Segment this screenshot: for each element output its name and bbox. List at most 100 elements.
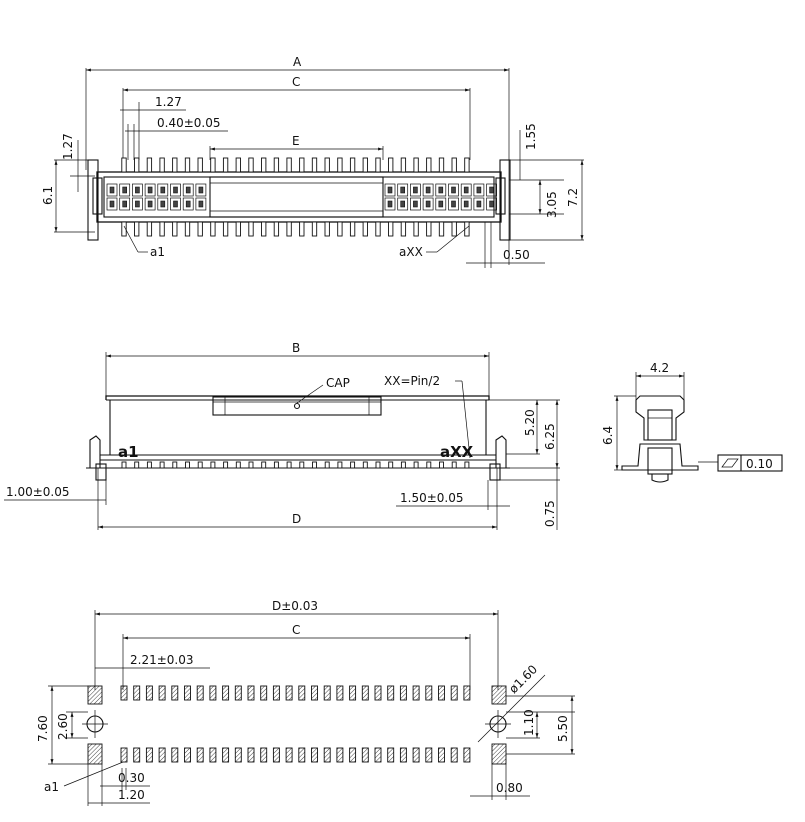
fp-pad-bottom bbox=[425, 747, 433, 763]
fp-pad-bottom bbox=[247, 747, 255, 763]
fp-pad-bottom bbox=[120, 747, 128, 763]
fp-pad-bottom bbox=[184, 747, 191, 763]
contact-spring bbox=[160, 186, 166, 194]
bottom-pin bbox=[375, 221, 381, 237]
bottom-pin bbox=[222, 221, 229, 237]
top-pin bbox=[222, 157, 229, 173]
contact-cell bbox=[435, 197, 447, 211]
contact-cell bbox=[422, 197, 434, 211]
contact-spring bbox=[425, 186, 431, 194]
fp-pad-top bbox=[158, 685, 166, 701]
fp-pad-bottom bbox=[298, 747, 306, 763]
fp-offset-label: 2.21±0.03 bbox=[130, 653, 194, 667]
contact-spring bbox=[173, 186, 178, 194]
bottom-pin bbox=[286, 221, 292, 237]
fp-pad-top bbox=[133, 685, 141, 701]
fp-pad-top bbox=[196, 685, 204, 701]
bottom-pin bbox=[197, 221, 203, 237]
top-view-pins bbox=[121, 157, 470, 237]
side-pin bbox=[375, 461, 381, 469]
top-pin bbox=[134, 157, 140, 173]
left-offset-label: 1.00±0.05 bbox=[6, 485, 70, 499]
contact-spring bbox=[135, 200, 140, 208]
bottom-pin bbox=[159, 221, 165, 237]
fp-pad-top bbox=[387, 685, 395, 701]
pitch-label: 1.27 bbox=[155, 95, 182, 109]
fp-pad-bottom bbox=[158, 747, 166, 763]
contact-spring bbox=[122, 186, 127, 194]
bottom-pin bbox=[349, 221, 356, 237]
end-view: 4.2 6.4 0.10 bbox=[601, 361, 783, 483]
bottom-pin bbox=[261, 221, 267, 237]
footprint-pads bbox=[120, 685, 471, 763]
contact-spring bbox=[109, 186, 115, 194]
contact-cell bbox=[132, 183, 143, 197]
side-pin bbox=[286, 461, 292, 469]
contact-spring bbox=[122, 200, 127, 208]
contact-cell bbox=[170, 197, 181, 211]
bottom-pin bbox=[464, 221, 470, 237]
pin-a1-label: a1 bbox=[150, 245, 165, 259]
fp-pad-top bbox=[145, 685, 153, 701]
pin-width-label: 0.40±0.05 bbox=[157, 116, 221, 130]
right-050-label: 0.50 bbox=[503, 248, 530, 262]
first-pin-mark: a1 bbox=[118, 443, 139, 461]
fp-pad-top bbox=[349, 685, 357, 701]
contact-spring bbox=[425, 200, 431, 208]
right-305-label: 3.05 bbox=[545, 191, 559, 218]
fp-pad-bottom bbox=[311, 747, 318, 763]
fp-pad-top bbox=[311, 685, 318, 701]
top-pin bbox=[464, 157, 470, 173]
contact-spring bbox=[198, 186, 204, 194]
contact-cell bbox=[157, 183, 169, 197]
fp-dim-d-label: D±0.03 bbox=[272, 599, 318, 613]
bottom-pin bbox=[273, 221, 280, 237]
bottom-pin bbox=[324, 221, 330, 237]
contact-cell bbox=[473, 197, 485, 211]
fp-pad-top bbox=[425, 685, 433, 701]
contact-cell bbox=[106, 197, 118, 211]
fp-pad-bottom bbox=[209, 747, 217, 763]
top-pin bbox=[324, 157, 330, 173]
dim-c-label: C bbox=[292, 75, 300, 89]
contact-cell bbox=[397, 197, 409, 211]
fp-pad-top bbox=[260, 685, 268, 701]
bottom-pin bbox=[400, 221, 407, 237]
contact-cell bbox=[435, 183, 447, 197]
fp-pad-top bbox=[209, 685, 217, 701]
contact-cell bbox=[384, 197, 396, 211]
fp-pad-top bbox=[361, 685, 369, 701]
contact-spring bbox=[438, 200, 444, 208]
bottom-pin bbox=[248, 221, 254, 237]
contact-cell bbox=[182, 183, 194, 197]
fp-pad-top bbox=[171, 685, 179, 701]
fp-pad-top bbox=[450, 685, 458, 701]
contact-spring bbox=[109, 200, 115, 208]
fp-pad-bottom bbox=[323, 747, 331, 763]
fp-pad-bottom bbox=[349, 747, 357, 763]
top-pin bbox=[172, 157, 178, 173]
fp-pad-top bbox=[399, 685, 407, 701]
dim-a-label: A bbox=[293, 55, 302, 69]
flatness-icon bbox=[721, 458, 739, 468]
contact-spring bbox=[489, 186, 494, 194]
fp-pad-top bbox=[374, 685, 382, 701]
fp-pad-top bbox=[234, 685, 242, 701]
top-pin bbox=[248, 157, 254, 173]
bottom-pin bbox=[184, 221, 191, 237]
side-pin bbox=[146, 461, 152, 469]
fp-pad-bottom bbox=[374, 747, 382, 763]
contact-spring bbox=[147, 200, 153, 208]
contact-cell bbox=[157, 197, 169, 211]
top-pin bbox=[413, 157, 419, 173]
contact-cell bbox=[410, 183, 421, 197]
contact-spring bbox=[387, 200, 393, 208]
side-pin bbox=[197, 461, 203, 469]
side-pin bbox=[223, 461, 229, 469]
contact-cell bbox=[106, 183, 118, 197]
hole-dia-label: ø1.60 bbox=[506, 662, 540, 696]
side-pin bbox=[439, 461, 444, 469]
side-pin bbox=[299, 461, 305, 469]
contact-spring bbox=[160, 200, 166, 208]
contact-cell bbox=[448, 183, 459, 197]
